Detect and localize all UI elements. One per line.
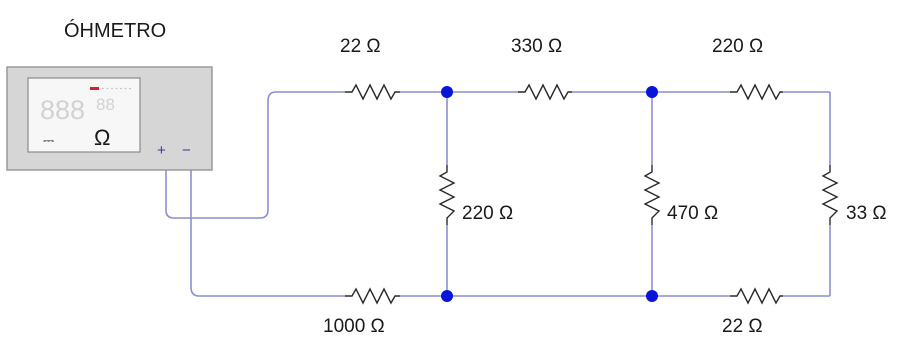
wires xyxy=(165,91,831,297)
label-top-330: 330 Ω xyxy=(511,36,562,57)
resistor-bottom-22 xyxy=(730,287,783,305)
resistor-bottom-1000 xyxy=(345,287,400,305)
label-bottom-1000: 1000 Ω xyxy=(323,316,385,337)
resistor-vertical-470 xyxy=(643,165,661,225)
plus-terminal-label: + xyxy=(157,142,166,159)
ohmmeter: ÓHMETRO 888 88 ⎓ Ω + − xyxy=(6,19,213,171)
node-top-right xyxy=(646,86,658,98)
display-small-digits: 88 xyxy=(96,95,115,114)
ohmmeter-display xyxy=(27,77,141,153)
wire-probe-plus xyxy=(165,91,345,219)
junction-nodes xyxy=(441,86,658,302)
node-top-left xyxy=(441,86,453,98)
wire-probe-minus xyxy=(190,170,345,297)
node-bottom-right xyxy=(646,290,658,302)
dc-symbol-icon: ⎓ xyxy=(43,132,54,148)
label-top-220: 220 Ω xyxy=(712,36,763,57)
label-bottom-22: 22 Ω xyxy=(722,316,763,337)
resistor-top-330 xyxy=(518,83,572,101)
label-mid-220: 220 Ω xyxy=(462,203,513,224)
resistor-labels: 22 Ω 330 Ω 220 Ω 220 Ω 470 Ω 33 Ω 1000 Ω… xyxy=(323,36,887,337)
resistor-top-220 xyxy=(730,83,783,101)
label-mid-33: 33 Ω xyxy=(846,203,887,224)
minus-terminal-label: − xyxy=(182,142,191,159)
label-mid-470: 470 Ω xyxy=(667,203,718,224)
resistors xyxy=(345,83,839,305)
indicator-bar xyxy=(90,87,99,90)
ohmmeter-title: ÓHMETRO xyxy=(64,19,166,42)
label-top-22: 22 Ω xyxy=(340,36,381,57)
resistor-vertical-33 xyxy=(821,165,839,225)
ohm-unit-symbol: Ω xyxy=(94,125,110,150)
resistor-vertical-220 xyxy=(438,165,456,225)
node-bottom-left xyxy=(441,290,453,302)
resistor-top-22 xyxy=(345,83,400,101)
display-digits: 888 xyxy=(40,95,85,125)
